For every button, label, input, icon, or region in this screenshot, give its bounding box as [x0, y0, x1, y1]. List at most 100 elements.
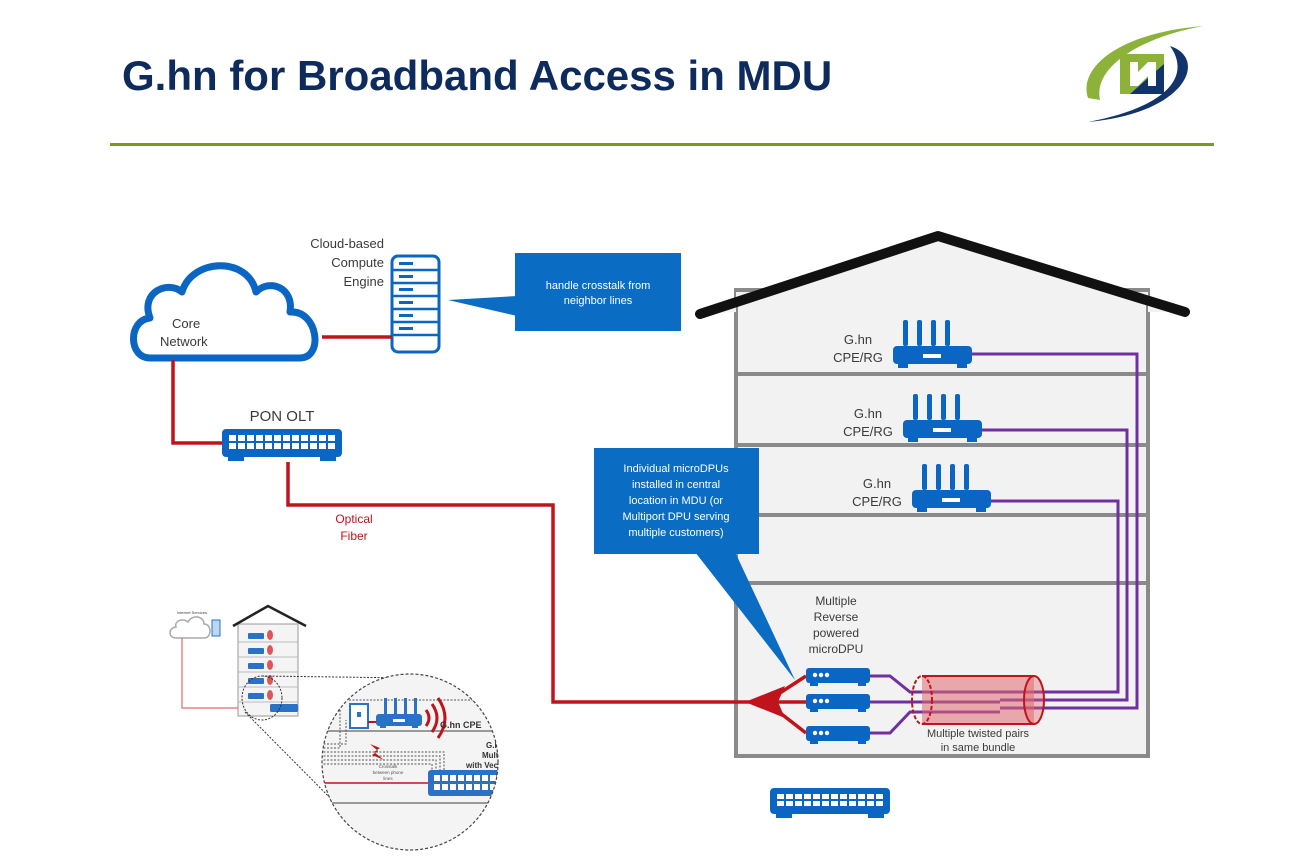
port — [804, 801, 811, 806]
magnifier-cpe-label: G.hn CPE — [440, 720, 482, 730]
page-title: G.hn for Broadband Access in MDU — [122, 52, 833, 99]
port — [319, 443, 326, 449]
port — [858, 801, 865, 806]
microdpu-group: Multiple Reverse powered microDPU — [806, 594, 870, 744]
building-roof — [695, 231, 1190, 319]
port — [458, 775, 464, 781]
microdpu-label-line4: microDPU — [809, 642, 864, 656]
port — [867, 794, 874, 799]
fiber-olt-to-mdu — [286, 462, 766, 704]
switch-ports — [777, 794, 883, 806]
cloud-label-line1: Core — [172, 316, 200, 331]
cloud-label-line2: Network — [160, 334, 208, 349]
port — [434, 784, 440, 790]
callout-dpu-line3: location in MDU (or — [629, 495, 723, 507]
callout-pointer — [448, 296, 517, 316]
magnifier-crosstalk-line2: between phone — [373, 770, 404, 775]
antenna-icon — [945, 320, 950, 346]
port — [238, 435, 245, 441]
router-leds — [923, 354, 941, 358]
port — [292, 443, 299, 449]
port — [238, 443, 245, 449]
router-foot — [908, 436, 918, 442]
compute-label-line1: Cloud-based — [310, 236, 384, 251]
microdpu-foot — [858, 707, 866, 712]
port — [777, 801, 784, 806]
antenna-icon — [927, 394, 932, 420]
multiport-dpu-switch — [770, 788, 890, 818]
inset-cloud-icon — [169, 616, 211, 639]
magnifier-switch-icon — [428, 770, 498, 796]
inset-router — [248, 648, 264, 654]
port — [301, 435, 308, 441]
inset-router — [248, 678, 264, 684]
port — [831, 801, 838, 806]
cpe-label-line1: G.hn — [863, 476, 891, 491]
microdpu-label-line2: Reverse — [814, 610, 859, 624]
antenna-icon — [913, 394, 918, 420]
logo-h-glyph — [1130, 62, 1156, 86]
port — [283, 443, 290, 449]
port — [490, 784, 496, 790]
port — [274, 443, 281, 449]
microdpu-label-line3: powered — [813, 626, 859, 640]
magnifier-crosstalk-line1: Crosstalk — [379, 764, 399, 769]
logo-blue-swoosh — [1088, 46, 1188, 122]
port — [786, 794, 793, 799]
microdpu-led — [812, 730, 818, 736]
cable-bundle: Multiple twisted pairs in same bundle — [911, 675, 1045, 754]
cloud-icon — [130, 262, 319, 362]
callout-crosstalk: handle crosstalk from neighbor lines — [448, 253, 681, 331]
callout-box — [594, 448, 759, 554]
microdpu-device — [806, 694, 870, 712]
router-foot — [917, 506, 927, 512]
inset-router — [248, 663, 264, 669]
port — [822, 801, 829, 806]
port — [466, 784, 472, 790]
port — [229, 443, 236, 449]
microdpu-foot — [858, 681, 866, 686]
port — [490, 775, 496, 781]
microdpu-foot — [810, 739, 818, 744]
port — [247, 443, 254, 449]
magnifier-phone-wires — [322, 699, 498, 770]
port — [849, 794, 856, 799]
magnifier-crosstalk-bolt-icon — [370, 744, 384, 760]
antenna-icon — [931, 320, 936, 346]
bundle-label-line1: Multiple twisted pairs — [927, 728, 1030, 740]
port — [450, 775, 456, 781]
router-foot — [898, 362, 908, 368]
inset-wifi — [267, 690, 273, 700]
port — [310, 443, 317, 449]
port — [813, 801, 820, 806]
port — [301, 443, 308, 449]
port — [822, 794, 829, 799]
microdpu-led — [812, 698, 818, 704]
antenna-icon — [955, 394, 960, 420]
olt-foot-right — [320, 455, 336, 461]
microdpu-led — [824, 730, 830, 736]
fiber-label-line2: Fiber — [340, 529, 367, 543]
microdpu-devices — [806, 668, 870, 744]
port — [458, 784, 464, 790]
port — [482, 775, 488, 781]
cpe-label-line1: G.hn — [844, 332, 872, 347]
olt-label: PON OLT — [250, 408, 315, 425]
inset-server-icon — [211, 619, 221, 637]
olt-foot-left — [228, 455, 244, 461]
microdpu-led — [818, 698, 824, 704]
magnifier-crosstalk-line3: lines — [383, 776, 393, 781]
port — [804, 794, 811, 799]
microdpu-foot — [810, 681, 818, 686]
callout-dpu-line1: Individual microDPUs — [623, 463, 729, 475]
inset-roof — [232, 604, 307, 628]
bundle-end-right — [1023, 675, 1045, 725]
building-attic — [700, 236, 1185, 314]
server-slots — [392, 268, 439, 337]
port — [247, 435, 254, 441]
copper-cpe3 — [990, 499, 1120, 694]
port — [482, 784, 488, 790]
router-foot — [957, 362, 967, 368]
